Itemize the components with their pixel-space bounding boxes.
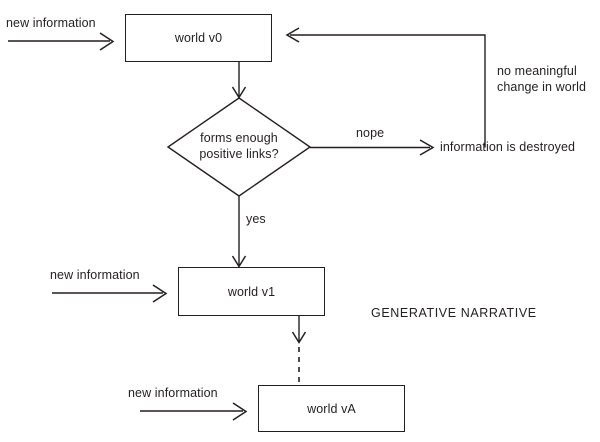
node-world-v0[interactable]: world v0 bbox=[125, 14, 272, 62]
node-world-v1-label: world v1 bbox=[227, 284, 276, 299]
arrow-nope bbox=[310, 139, 435, 156]
arrow-no-change-return bbox=[285, 27, 486, 148]
arrow-v1-to-vA bbox=[291, 316, 307, 384]
label-new-information-top: new information bbox=[6, 16, 96, 30]
caption-generative-narrative: GENERATIVE NARRATIVE bbox=[371, 306, 537, 320]
label-nope: nope bbox=[356, 126, 385, 140]
node-world-vA-label: world vA bbox=[307, 401, 356, 416]
node-world-v0-label: world v0 bbox=[174, 31, 223, 45]
arrow-new-information-bottom bbox=[140, 402, 248, 421]
label-new-information-bottom: new information bbox=[128, 386, 218, 400]
node-world-v1[interactable]: world v1 bbox=[178, 267, 325, 316]
label-new-information-middle: new information bbox=[50, 268, 140, 282]
arrow-yes bbox=[231, 196, 247, 268]
arrow-new-information-middle bbox=[52, 284, 168, 303]
decision-label: forms enough positive links? bbox=[199, 131, 279, 161]
node-information-destroyed: information is destroyed bbox=[440, 140, 576, 154]
label-yes: yes bbox=[246, 212, 266, 226]
arrow-new-information-top bbox=[8, 32, 115, 51]
label-no-meaningful-change: no meaningful change in world bbox=[497, 64, 587, 94]
arrow-v0-to-decision bbox=[231, 62, 247, 99]
node-world-vA[interactable]: world vA bbox=[258, 385, 405, 432]
